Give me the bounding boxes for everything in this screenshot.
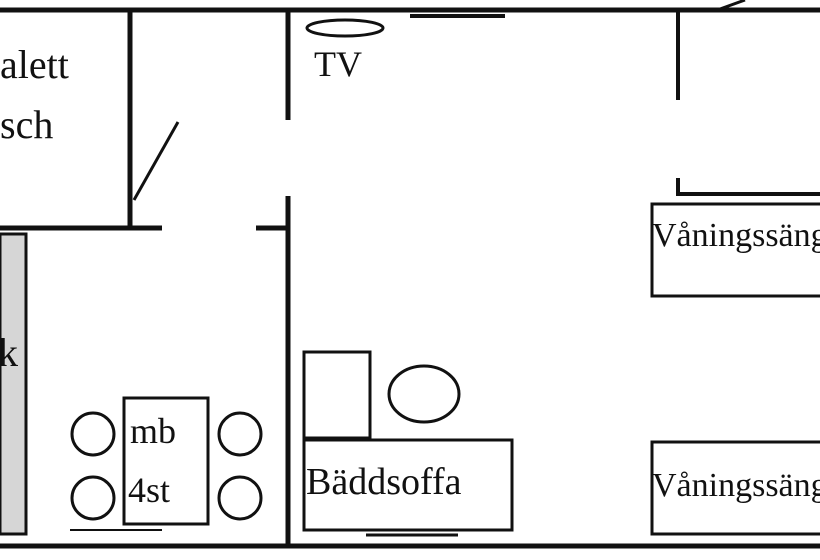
bunk-bed-bottom [650,440,820,536]
kitchen-label: k [0,330,18,375]
sofa-bed [302,438,514,532]
door-leaf [132,121,180,201]
round-table [387,364,461,424]
chair [70,475,116,521]
bunk-bed-top [650,202,820,298]
bathroom-label-line1: alett [0,42,69,87]
dining-label-line1: mb [130,411,176,451]
kitchen-counter [0,232,28,536]
tv-label: TV [314,44,362,84]
dining-label-line2: 4st [128,470,170,510]
sofa-bed-label: Bäddsoffa [306,461,462,503]
side-table [302,350,372,440]
dining-table [122,396,210,526]
interior-walls [0,10,820,546]
chair [217,411,263,457]
bunk-bed-top-label: Våningssäng [652,217,820,254]
tv-icon [305,18,385,38]
chair [217,475,263,521]
bathroom-label-line2: sch [0,102,53,147]
dining-chairs [70,411,263,521]
bunk-bed-bottom-label: Våningssäng [652,467,820,504]
chair [70,411,116,457]
